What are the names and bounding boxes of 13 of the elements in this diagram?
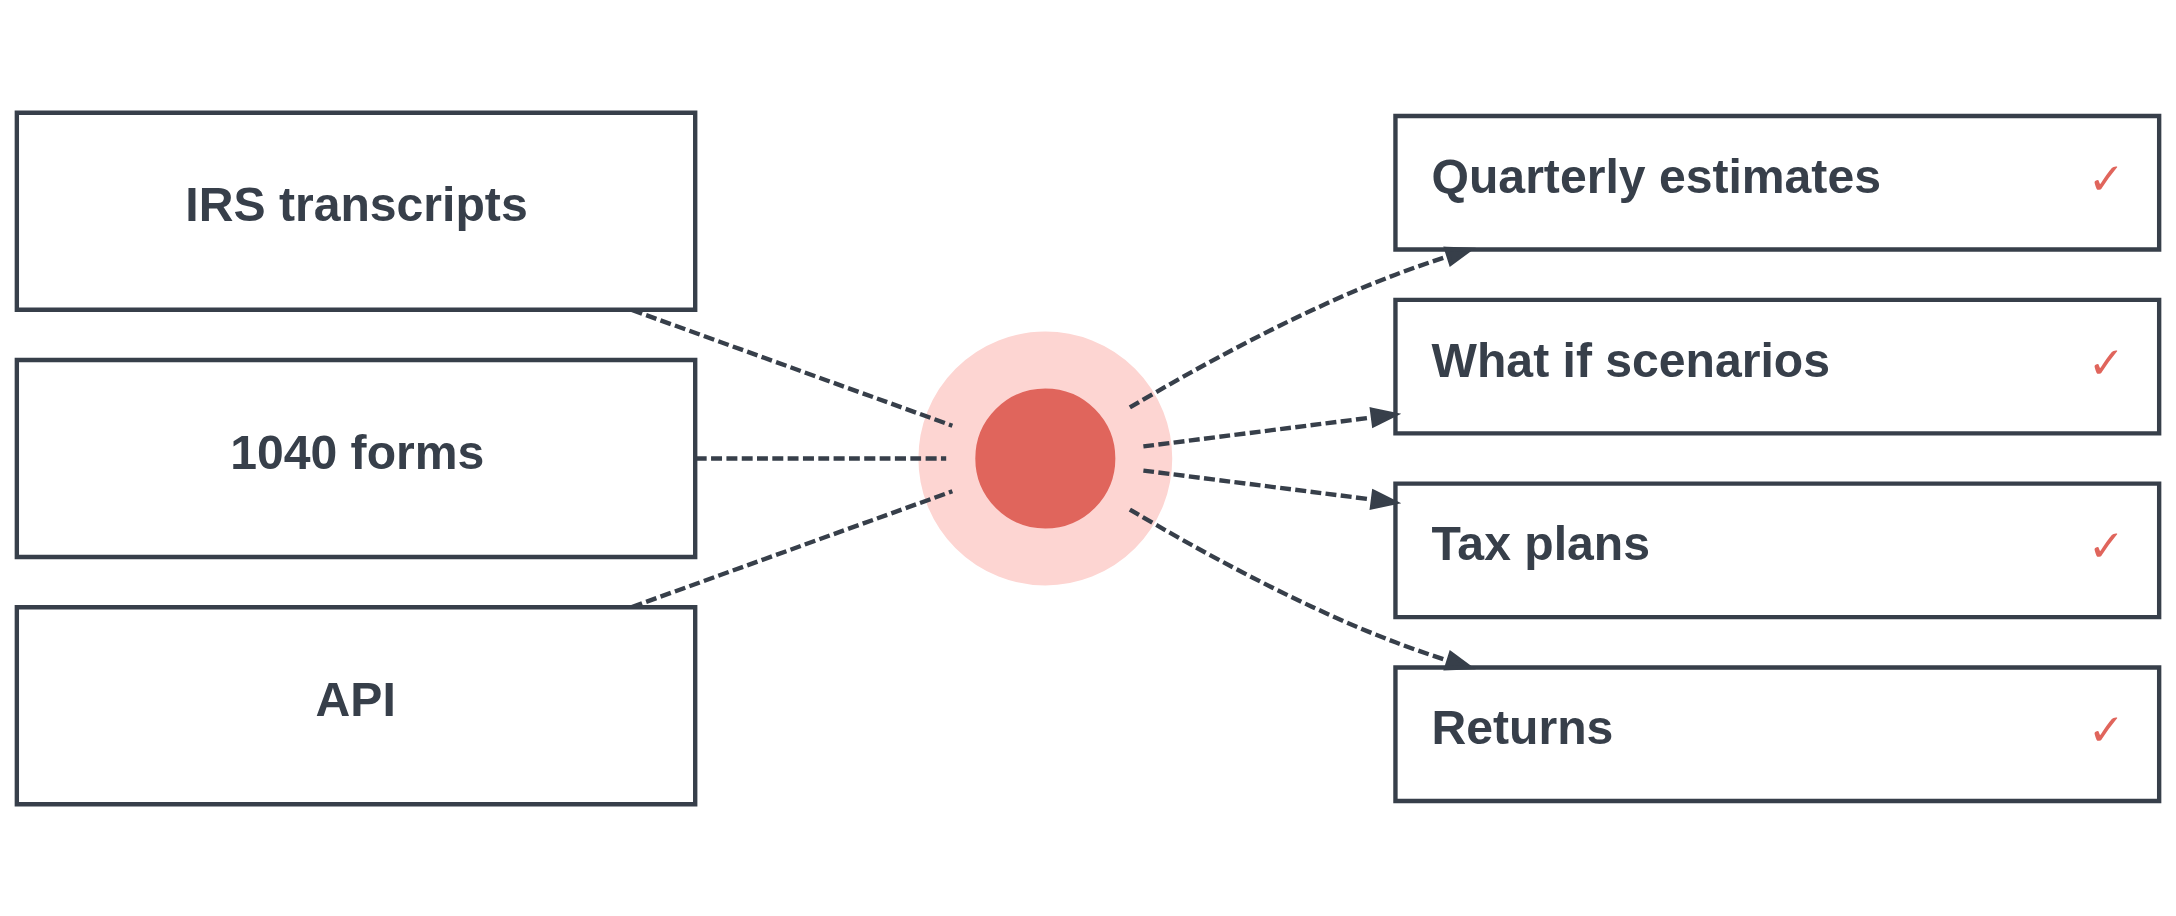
- node-box: Quarterly estimates ✓: [1393, 113, 2162, 252]
- node-box: What if scenarios ✓: [1393, 297, 2162, 435]
- node-box: IRS transcripts: [14, 110, 698, 312]
- node-box: API: [14, 604, 698, 806]
- node-box: Returns ✓: [1393, 664, 2162, 803]
- arrow: [1128, 507, 1476, 670]
- connector: [695, 455, 947, 461]
- node-circle: [918, 331, 1173, 585]
- arrow: [1143, 406, 1402, 449]
- node-box: 1040 forms: [14, 357, 698, 559]
- arrow: [1128, 246, 1476, 409]
- arrow: [1143, 467, 1402, 510]
- node-box: Tax plans ✓: [1393, 481, 2162, 619]
